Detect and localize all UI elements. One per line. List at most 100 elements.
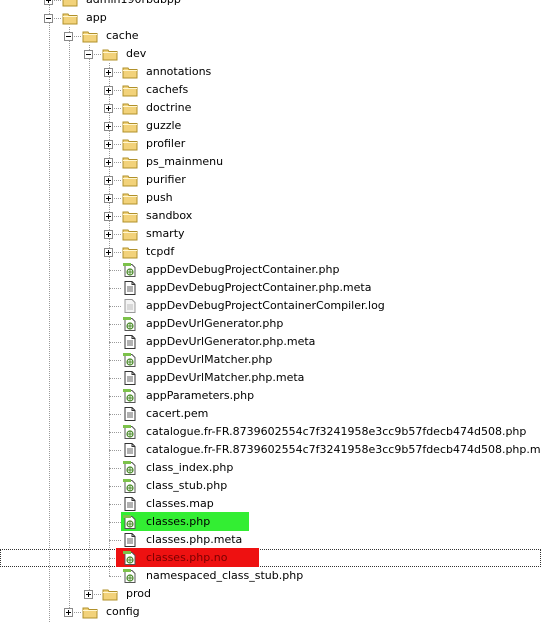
tree-file-row[interactable]: namespaced_class_stub.php — [0, 567, 541, 585]
collapse-toggle-icon[interactable] — [84, 50, 93, 59]
collapse-toggle-icon[interactable] — [64, 32, 73, 41]
tree-folder-row[interactable]: app — [0, 9, 541, 27]
tree-folder-row[interactable]: push — [0, 189, 541, 207]
php-file-icon — [122, 514, 138, 530]
tree-folder-row[interactable]: ps_mainmenu — [0, 153, 541, 171]
tree-file-row[interactable]: classes.php — [0, 512, 541, 531]
expand-toggle-icon[interactable] — [104, 230, 113, 239]
tree-item-label: class_index.php — [146, 461, 234, 474]
tree-folder-row[interactable]: sandbox — [0, 207, 541, 225]
collapse-toggle-icon[interactable] — [44, 14, 53, 23]
tree-folder-row[interactable]: profiler — [0, 135, 541, 153]
expand-toggle-icon[interactable] — [104, 68, 113, 77]
tree-file-row[interactable]: appDevDebugProjectContainer.php.meta — [0, 279, 541, 297]
tree-item-label: catalogue.fr-FR.8739602554c7f3241958e3cc… — [146, 443, 541, 456]
folder-icon — [122, 244, 138, 260]
tree-folder-row[interactable]: tcpdf — [0, 243, 541, 261]
tree-folder-row[interactable]: config — [0, 603, 541, 621]
tree-connector — [109, 396, 121, 397]
tree-file-row[interactable]: appDevDebugProjectContainerCompiler.log — [0, 297, 541, 315]
tree-file-row[interactable]: appDevUrlMatcher.php.meta — [0, 369, 541, 387]
folder-icon — [122, 172, 138, 188]
tree-file-row[interactable]: class_index.php — [0, 459, 541, 477]
expand-toggle-icon[interactable] — [104, 212, 113, 221]
file-icon — [122, 442, 138, 458]
expand-toggle-icon[interactable] — [44, 0, 53, 5]
file-icon — [122, 406, 138, 422]
expand-toggle-icon[interactable] — [104, 86, 113, 95]
folder-icon — [122, 136, 138, 152]
tree-connector — [109, 450, 121, 451]
expand-toggle-icon[interactable] — [64, 608, 73, 617]
tree-connector — [109, 468, 121, 469]
tree-folder-row[interactable]: purifier — [0, 171, 541, 189]
tree-connector — [109, 234, 121, 235]
expand-toggle-icon[interactable] — [84, 590, 93, 599]
tree-item-label: sandbox — [146, 209, 193, 222]
folder-icon — [82, 604, 98, 620]
expand-toggle-icon[interactable] — [104, 140, 113, 149]
tree-connector — [109, 180, 121, 181]
tree-file-row[interactable]: appParameters.php — [0, 387, 541, 405]
tree-file-row[interactable]: catalogue.fr-FR.8739602554c7f3241958e3cc… — [0, 423, 541, 441]
tree-folder-row[interactable]: doctrine — [0, 99, 541, 117]
tree-file-row[interactable]: catalogue.fr-FR.8739602554c7f3241958e3cc… — [0, 441, 541, 459]
tree-item-label: appParameters.php — [146, 389, 255, 402]
tree-folder-row[interactable]: guzzle — [0, 117, 541, 135]
folder-icon — [122, 100, 138, 116]
tree-file-row[interactable]: cacert.pem — [0, 405, 541, 423]
tree-file-row[interactable]: appDevUrlMatcher.php — [0, 351, 541, 369]
php-file-icon — [122, 478, 138, 494]
tree-folder-row[interactable]: prod — [0, 585, 541, 603]
file-icon — [122, 370, 138, 386]
tree-file-row[interactable]: classes.php.meta — [0, 531, 541, 549]
tree-item-label: ps_mainmenu — [146, 155, 224, 168]
php-file-icon — [122, 424, 138, 440]
tree-file-row[interactable]: appDevUrlGenerator.php.meta — [0, 333, 541, 351]
tree-folder-row[interactable]: smarty — [0, 225, 541, 243]
tree-connector — [49, 18, 61, 19]
tree-file-row[interactable]: classes.map — [0, 495, 541, 513]
tree-file-row[interactable]: appDevUrlGenerator.php — [0, 315, 541, 333]
tree-item-label: appDevUrlGenerator.php — [146, 317, 284, 330]
tree-item-label: namespaced_class_stub.php — [146, 569, 304, 582]
tree-file-row[interactable]: appDevDebugProjectContainer.php — [0, 261, 541, 279]
tree-connector — [89, 594, 101, 595]
tree-connector — [109, 126, 121, 127]
expand-toggle-icon[interactable] — [104, 158, 113, 167]
tree-file-row[interactable]: classes.php.no — [0, 548, 541, 567]
tree-connector — [109, 270, 121, 271]
tree-folder-row[interactable]: admin190rbdbpp — [0, 0, 541, 9]
expand-toggle-icon[interactable] — [104, 248, 113, 257]
tree-connector — [49, 0, 61, 1]
tree-file-row[interactable]: class_stub.php — [0, 477, 541, 495]
tree-item-label: classes.php.no — [146, 551, 228, 564]
expand-toggle-icon[interactable] — [104, 104, 113, 113]
tree-item-label: profiler — [146, 137, 186, 150]
tree-item-label: annotations — [146, 65, 212, 78]
expand-toggle-icon[interactable] — [104, 176, 113, 185]
expand-toggle-icon[interactable] — [104, 122, 113, 131]
folder-icon — [122, 154, 138, 170]
tree-item-label: smarty — [146, 227, 185, 240]
tree-item-label: classes.php.meta — [146, 533, 243, 546]
tree-item-label: class_stub.php — [146, 479, 228, 492]
tree-folder-row[interactable]: cachefs — [0, 81, 541, 99]
tree-item-label: config — [106, 605, 140, 618]
tree-folder-row[interactable]: dev — [0, 45, 541, 63]
php-file-icon — [122, 352, 138, 368]
tree-folder-row[interactable]: annotations — [0, 63, 541, 81]
tree-item-label: guzzle — [146, 119, 182, 132]
folder-icon — [102, 586, 118, 602]
tree-connector — [109, 378, 121, 379]
tree-folder-row[interactable]: cache — [0, 27, 541, 45]
tree-connector — [109, 504, 121, 505]
tree-item-label: appDevUrlGenerator.php.meta — [146, 335, 316, 348]
tree-connector — [109, 72, 121, 73]
tree-item-label: cachefs — [146, 83, 189, 96]
folder-icon — [122, 190, 138, 206]
file-icon — [122, 532, 138, 548]
expand-toggle-icon[interactable] — [104, 194, 113, 203]
tree-connector — [109, 288, 121, 289]
folder-icon — [82, 28, 98, 44]
